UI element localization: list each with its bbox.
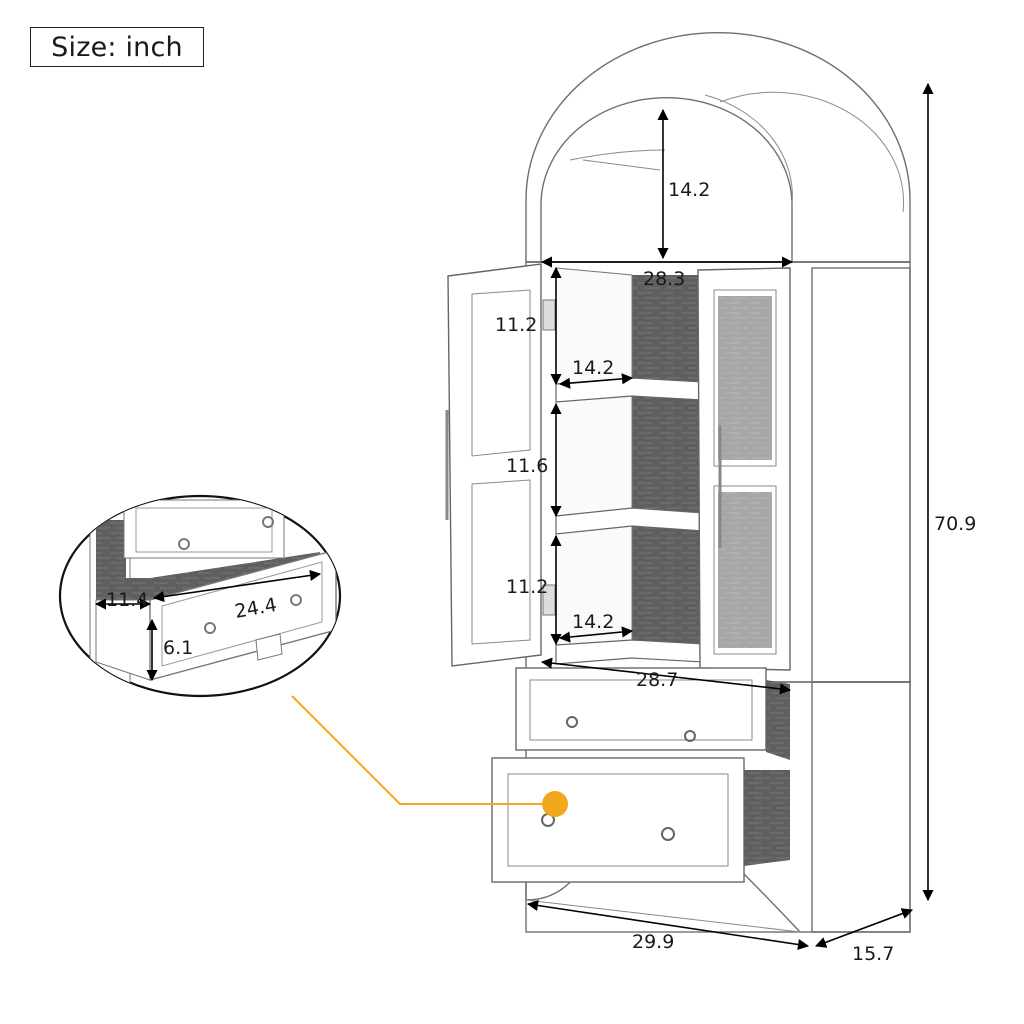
callout-dot [542, 791, 568, 817]
drawer-detail-zoom: 11.4 24.4 6.1 [58, 494, 342, 698]
drawer-depth-label: 11.4 [106, 589, 148, 611]
total-width-label: 29.9 [632, 931, 674, 953]
arch-crown [525, 32, 911, 263]
top-shelf-height-label: 11.2 [495, 314, 537, 336]
middle-shelf-height-label: 11.6 [506, 455, 548, 477]
lower-inner-width-label: 28.7 [636, 669, 678, 691]
bottom-shelf-depth-label: 14.2 [572, 611, 614, 633]
cabinet [291, 32, 911, 933]
dimension-labels: 14.2 28.3 11.2 14.2 11.6 11.2 14.2 28.7 … [495, 179, 976, 965]
total-depth-label: 15.7 [852, 943, 894, 965]
upper-inner-width-label: 28.3 [643, 268, 685, 290]
drawer-height-label: 6.1 [163, 637, 193, 659]
total-height-label: 70.9 [934, 513, 976, 535]
bottom-shelf-height-label: 11.2 [506, 576, 548, 598]
size-unit-label: Size: inch [30, 27, 204, 67]
drawer-lower [491, 757, 745, 883]
top-shelf-depth-label: 14.2 [572, 357, 614, 379]
dimension-lines [526, 82, 934, 951]
arch-inner-opening [540, 97, 793, 263]
arch-height-label: 14.2 [668, 179, 710, 201]
callout-leader-line [291, 695, 555, 805]
